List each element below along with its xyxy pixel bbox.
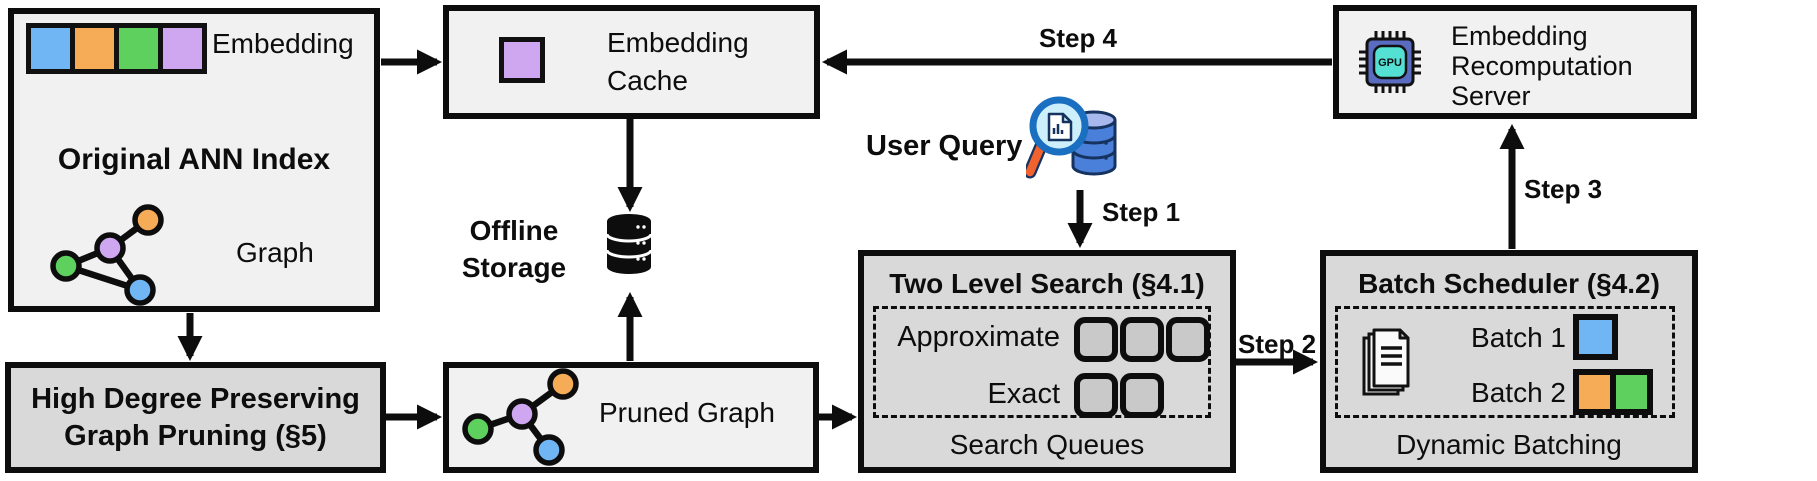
gpu-text: GPU (1378, 57, 1402, 69)
graph-pruning-label: High Degree Preserving Graph Pruning (§5… (31, 382, 360, 452)
queue-slot (1074, 373, 1118, 418)
batch2-swatch (1573, 369, 1653, 415)
batch2-cell-green (1616, 375, 1647, 409)
offline-storage-database-icon (605, 214, 653, 274)
embedding-cell-orange (75, 28, 114, 69)
recomputation-server-box: GPU Embedding Recomputation Server (1333, 5, 1697, 119)
graph-icon (50, 204, 164, 306)
step1-label: Step 1 (1102, 197, 1181, 227)
batch-scheduler-box: Batch Scheduler (§4.2) Batch 1 Batch 2 D… (1320, 250, 1698, 473)
embedding-cache-box: Embedding Cache (443, 5, 820, 119)
embedding-label: Embedding (212, 28, 354, 59)
user-query-label: User Query (866, 130, 1023, 162)
query-documents-icon (1362, 328, 1410, 396)
exact-queue-slots (1074, 373, 1164, 418)
gpu-chip-icon: GPU (1359, 31, 1421, 93)
approximate-queue-slots (1074, 317, 1210, 362)
embedding-cell-purple (163, 28, 202, 69)
pruned-graph-icon (462, 368, 579, 466)
search-queues-label: Search Queues (949, 429, 1145, 460)
graph-pruning-box: High Degree Preserving Graph Pruning (§5… (5, 362, 386, 473)
two-level-search-box: Two Level Search (§4.1) Approximate Exac… (858, 250, 1236, 473)
batch1-swatch (1573, 314, 1618, 360)
step2-label: Step 2 (1238, 329, 1317, 359)
queue-slot (1166, 317, 1210, 362)
embedding-cell-green (119, 28, 158, 69)
ann-index-title: Original ANN Index (57, 143, 331, 176)
step3-label: Step 3 (1524, 174, 1603, 204)
embedding-cache-label: Embedding Cache (607, 27, 749, 96)
queue-slot (1120, 317, 1164, 362)
two-level-search-title: Two Level Search (§4.1) (889, 268, 1205, 299)
graph-label: Graph (236, 237, 314, 268)
recomputation-server-label: Embedding Recomputation Server (1451, 21, 1633, 111)
pruned-graph-box: Pruned Graph (443, 362, 819, 473)
offline-storage-label: Offline Storage (461, 215, 567, 283)
batch2-label: Batch 2 (1471, 377, 1566, 408)
batch2-cell-orange (1579, 375, 1610, 409)
pruned-graph-label: Pruned Graph (599, 397, 775, 428)
batch-scheduler-title: Batch Scheduler (§4.2) (1358, 268, 1660, 299)
user-query-magnifier-database-icon (1026, 96, 1117, 179)
batch1-cell-blue (1579, 320, 1612, 354)
embedding-vector-icon (26, 23, 207, 74)
cached-embedding-icon (499, 37, 545, 83)
original-ann-index-box: Embedding Original ANN Index Graph (8, 8, 380, 312)
queue-slot (1120, 373, 1164, 418)
queue-slot (1074, 317, 1118, 362)
search-queues-dashed-panel (873, 306, 1211, 418)
approximate-label: Approximate (897, 321, 1060, 353)
exact-label: Exact (987, 378, 1060, 410)
step4-label: Step 4 (1038, 23, 1118, 53)
batch1-label: Batch 1 (1471, 322, 1566, 353)
dynamic-batching-label: Dynamic Batching (1396, 429, 1622, 460)
embedding-cell-blue (31, 28, 70, 69)
dynamic-batching-dashed-panel (1335, 306, 1675, 418)
